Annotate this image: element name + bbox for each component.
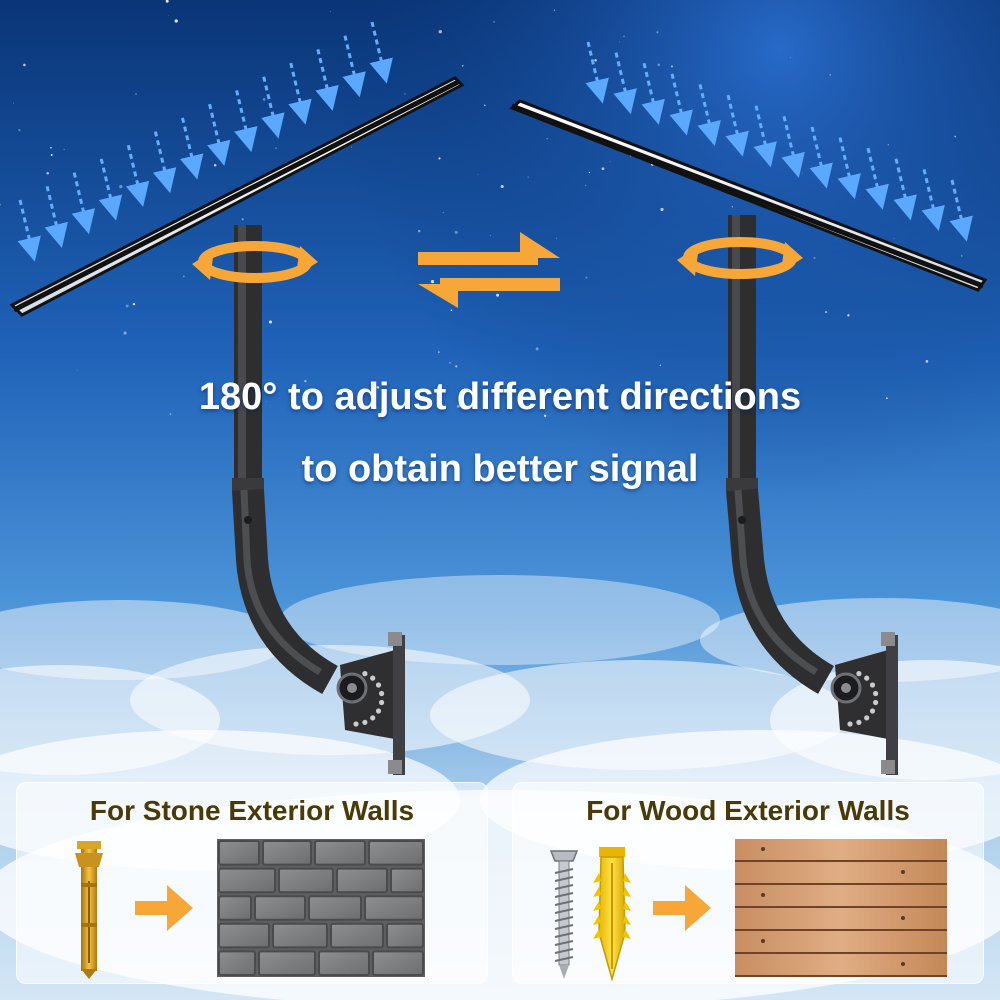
stone-wall-icon xyxy=(217,839,425,977)
wood-hardware-illustration xyxy=(549,839,947,982)
mount-right xyxy=(509,99,988,775)
rotate-arrow-icon xyxy=(677,237,803,279)
wood-wall-icon xyxy=(735,839,947,977)
caption-line-2: to obtain better signal xyxy=(301,448,699,490)
rotate-arrow-icon xyxy=(192,241,318,283)
panel-stone-walls: For Stone Exterior Walls xyxy=(16,782,488,984)
panel-title-wood: For Wood Exterior Walls xyxy=(586,795,910,826)
stone-hardware-illustration xyxy=(75,839,425,979)
screw-icon xyxy=(549,850,579,979)
swap-arrows-icon xyxy=(418,232,560,308)
wall-bracket-left xyxy=(336,632,405,775)
right-arrow-icon xyxy=(653,885,711,931)
caption-line-1: 180° to adjust different directions xyxy=(198,376,802,418)
wall-bracket-right xyxy=(830,632,898,775)
panel-wood-walls: For Wood Exterior Walls xyxy=(512,782,984,984)
panel-title-stone: For Stone Exterior Walls xyxy=(89,795,415,826)
mount-left xyxy=(9,76,465,775)
expansion-bolt-icon xyxy=(75,841,103,979)
right-arrow-icon xyxy=(135,885,193,931)
wall-plug-icon xyxy=(593,847,631,982)
